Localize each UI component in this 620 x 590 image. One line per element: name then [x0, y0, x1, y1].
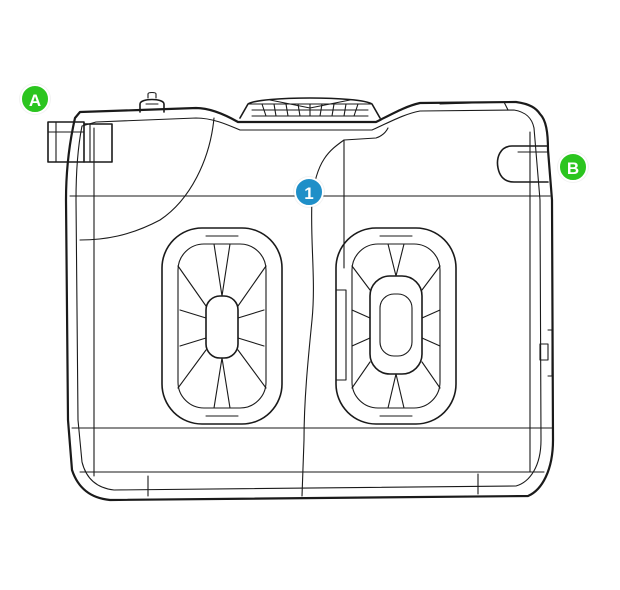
fitting-b [496, 145, 549, 183]
top-right-ridge [439, 101, 509, 111]
callout-1: 1 [294, 177, 324, 207]
callout-b: B [558, 152, 588, 182]
tank-body [64, 100, 555, 502]
top-vent-nipple [139, 91, 165, 113]
callout-a: A [20, 84, 50, 114]
top-fill-cap [239, 97, 381, 119]
right-recess [335, 227, 457, 425]
side-lug [539, 329, 553, 377]
left-recess [161, 227, 283, 425]
fitting-a [47, 121, 113, 163]
